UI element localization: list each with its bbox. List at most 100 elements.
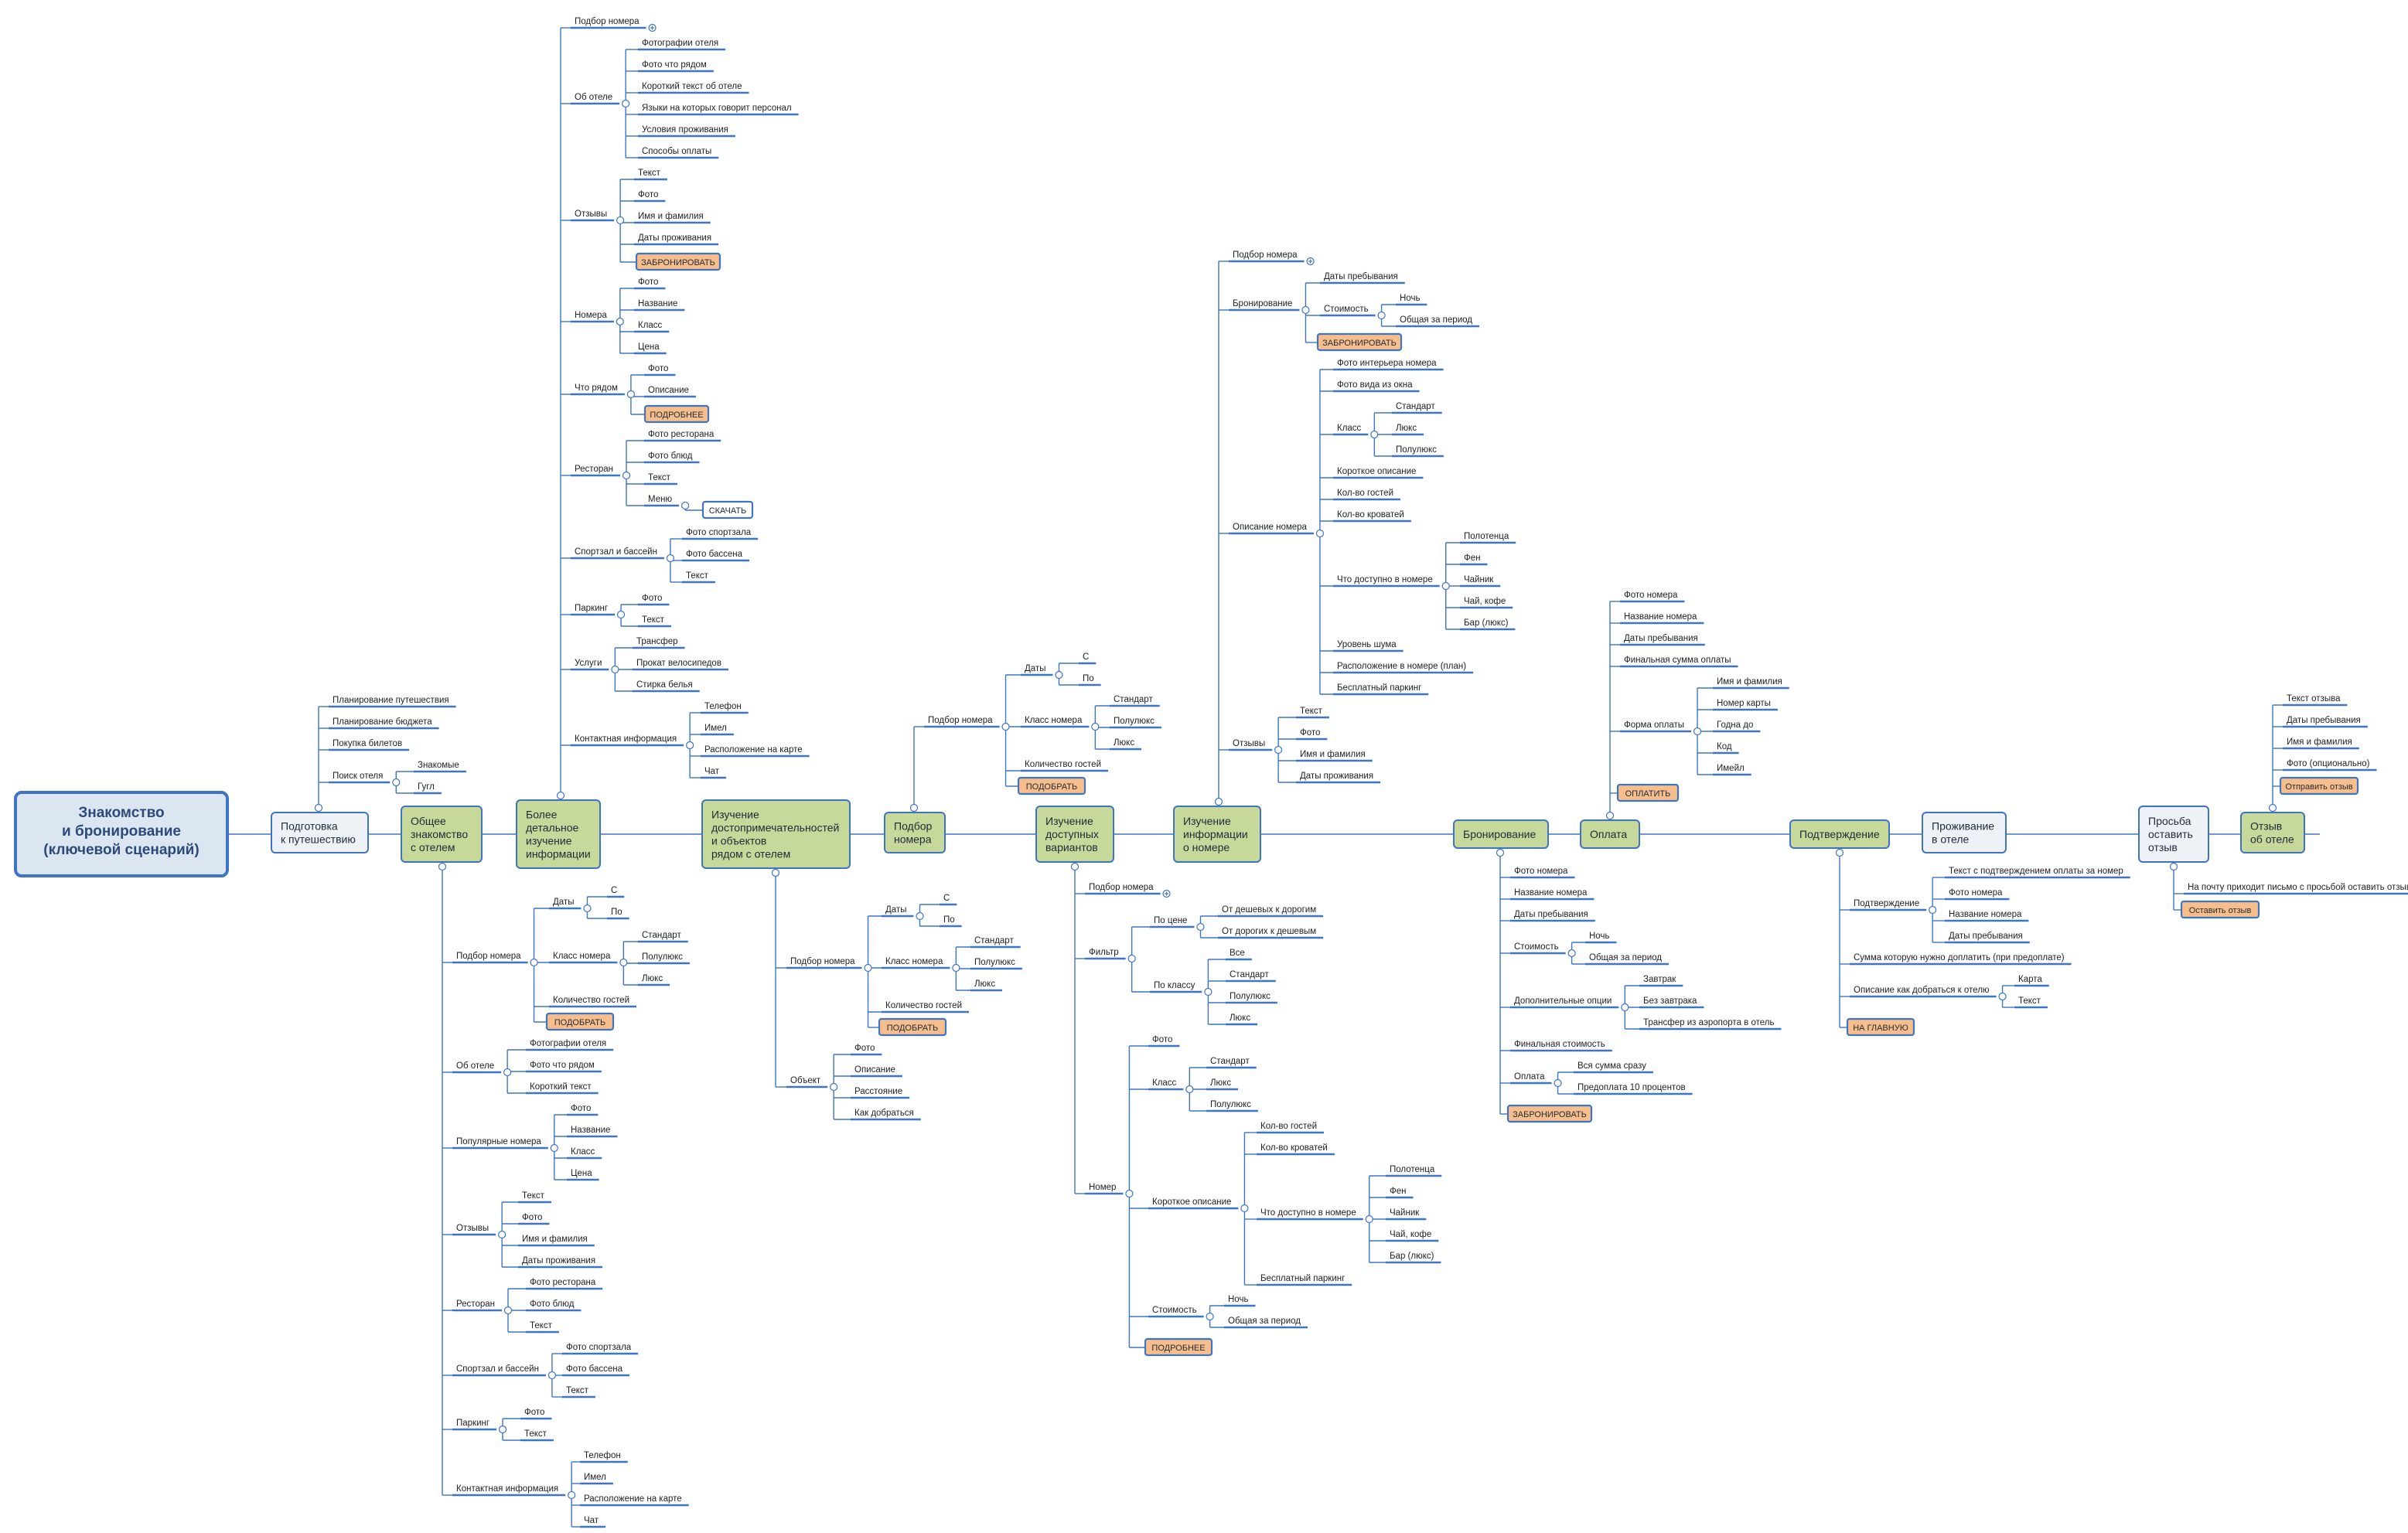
mindmap-node-label[interactable]: Фото номера [1949, 888, 2003, 898]
mindmap-node-label[interactable]: Фото блюд [648, 451, 693, 461]
mindmap-node-label[interactable]: Фото [648, 364, 668, 373]
collapse-toggle-icon[interactable] [2169, 862, 2178, 871]
mindmap-node-label[interactable]: Стоимость [1152, 1306, 1197, 1315]
mindmap-node-label[interactable]: Номер карты [1717, 699, 1771, 708]
mindmap-node-label[interactable]: Подбор номера [575, 17, 640, 26]
collapse-toggle-icon[interactable] [1370, 430, 1379, 439]
mindmap-node-label[interactable]: Класс номера [553, 952, 611, 961]
mindmap-node-label[interactable]: Годна до [1717, 721, 1753, 730]
mindmap-node-label[interactable]: Фото [1300, 728, 1320, 738]
collapse-toggle-icon[interactable] [626, 390, 636, 399]
mindmap-node-label[interactable]: Фен [1390, 1187, 1407, 1196]
mindmap-node-label[interactable]: Имя и фамилия [522, 1235, 588, 1244]
collapse-toggle-icon[interactable] [1125, 1189, 1134, 1198]
mindmap-node-label[interactable]: Трансфер [636, 637, 678, 646]
mindmap-node-label[interactable]: Фен [1464, 554, 1481, 563]
collapse-toggle-icon[interactable] [314, 803, 323, 812]
mindmap-node-label[interactable]: Описание [854, 1065, 895, 1075]
scenario-step-box[interactable] [1789, 819, 1890, 849]
collapse-toggle-icon[interactable] [1204, 987, 1213, 996]
mindmap-node-label[interactable]: Паркинг [456, 1419, 489, 1428]
collapse-toggle-icon[interactable] [1206, 1312, 1214, 1321]
mindmap-node-label[interactable]: Бесплатный паркинг [1337, 683, 1421, 693]
mindmap-node-label[interactable]: Отзывы [456, 1224, 489, 1233]
mindmap-node-label[interactable]: Код [1717, 742, 1732, 751]
collapse-toggle-icon[interactable] [1567, 949, 1576, 958]
mindmap-node-label[interactable]: Дополнительные опции [1514, 996, 1612, 1006]
mindmap-node-label[interactable]: Люкс [1114, 738, 1134, 748]
mindmap-node-label[interactable]: Цена [571, 1169, 592, 1178]
action-button[interactable] [701, 500, 754, 520]
mindmap-node-label[interactable]: По цене [1154, 916, 1187, 925]
mindmap-node-label[interactable]: Люкс [642, 974, 663, 983]
mindmap-node-label[interactable]: Текст [638, 169, 661, 178]
mindmap-node-label[interactable]: Стандарт [1396, 402, 1435, 411]
mindmap-node-label[interactable]: Фотографии отеля [642, 39, 718, 48]
mindmap-node-label[interactable]: Имел [704, 724, 727, 733]
mindmap-node-label[interactable]: Чат [584, 1516, 599, 1525]
mindmap-node-label[interactable]: Бар (люкс) [1464, 618, 1509, 628]
mindmap-node-label[interactable]: Кол-во кроватей [1260, 1143, 1328, 1153]
mindmap-node-label[interactable]: Даты пребывания [1949, 932, 2023, 941]
mindmap-node-label[interactable]: Знакомые [418, 761, 459, 770]
collapse-toggle-icon[interactable] [616, 216, 625, 225]
collapse-toggle-icon[interactable] [498, 1425, 507, 1434]
mindmap-node-label[interactable]: Название номера [1514, 888, 1588, 898]
mindmap-node-label[interactable]: Текст с подтверждением оплаты за номер [1949, 867, 2123, 876]
mindmap-node-label[interactable]: Фото [642, 594, 662, 603]
mindmap-node-label[interactable]: Фото [524, 1408, 544, 1417]
collapse-toggle-icon[interactable] [1693, 727, 1702, 736]
mindmap-node-label[interactable]: Номера [575, 311, 607, 320]
mindmap-node-label[interactable]: Даты пребывания [1624, 634, 1698, 643]
mindmap-node-label[interactable]: Короткое описание [1337, 467, 1416, 476]
collapse-toggle-icon[interactable] [952, 963, 960, 973]
collapse-toggle-icon[interactable] [1185, 1085, 1194, 1094]
collapse-toggle-icon[interactable] [1315, 529, 1325, 538]
collapse-toggle-icon[interactable] [1274, 745, 1283, 755]
collapse-toggle-icon[interactable] [547, 1371, 557, 1380]
mindmap-node-label[interactable]: Кол-во кроватей [1337, 510, 1404, 520]
action-button[interactable] [635, 252, 721, 271]
mindmap-node-label[interactable]: Об отеле [575, 93, 612, 102]
mindmap-node-label[interactable]: Название номера [1624, 612, 1697, 622]
collapse-toggle-icon[interactable] [1001, 722, 1010, 731]
mindmap-node-label[interactable]: Языки на которых говорит персонал [642, 104, 792, 113]
collapse-toggle-icon[interactable] [1496, 848, 1505, 857]
mindmap-node-label[interactable]: Стандарт [1210, 1057, 1250, 1066]
mindmap-node-label[interactable]: Полотенца [1390, 1165, 1435, 1174]
mindmap-node-label[interactable]: Фильтр [1089, 948, 1119, 957]
mindmap-node-label[interactable]: Стоимость [1324, 305, 1369, 314]
mindmap-node-label[interactable]: Предоплата 10 процентов [1577, 1083, 1686, 1092]
collapse-toggle-icon[interactable] [1127, 954, 1136, 963]
collapse-toggle-icon[interactable] [864, 963, 872, 973]
collapse-toggle-icon[interactable] [583, 904, 592, 913]
collapse-toggle-icon[interactable] [666, 554, 675, 563]
mindmap-node-label[interactable]: Телефон [584, 1451, 621, 1460]
mindmap-node-label[interactable]: От дорогих к дешевым [1222, 927, 1316, 936]
mindmap-node-label[interactable]: Фото [854, 1044, 875, 1053]
mindmap-node-label[interactable]: Карта [2018, 975, 2042, 984]
mindmap-node-label[interactable]: Класс [571, 1147, 595, 1157]
mindmap-node-label[interactable]: Что рядом [575, 383, 618, 393]
mindmap-node-label[interactable]: Кол-во гостей [1337, 489, 1393, 498]
mindmap-node-label[interactable]: Спортзал и бассейн [456, 1364, 539, 1374]
collapse-toggle-icon[interactable] [622, 471, 631, 480]
mindmap-node-label[interactable]: Фото спортзала [686, 528, 752, 537]
mindmap-node-label[interactable]: Даты [885, 905, 906, 915]
mindmap-node-label[interactable]: Текст [642, 615, 665, 625]
mindmap-node-label[interactable]: Фотографии отеля [530, 1039, 606, 1048]
mindmap-node-label[interactable]: Люкс [1230, 1013, 1250, 1023]
mindmap-node-label[interactable]: Чат [704, 767, 720, 776]
mindmap-node-label[interactable]: Полулюкс [974, 958, 1015, 967]
action-button[interactable] [1506, 1104, 1593, 1123]
mindmap-node-label[interactable]: Расположение на карте [584, 1494, 682, 1504]
scenario-step-box[interactable] [516, 799, 601, 869]
mindmap-node-label[interactable]: Количество гостей [885, 1001, 962, 1010]
mindmap-node-label[interactable]: Сумма которую нужно доплатить (при предо… [1854, 953, 2065, 962]
mindmap-node-label[interactable]: Поиск отеля [333, 772, 383, 781]
mindmap-node-label[interactable]: От дешевых к дорогим [1222, 905, 1316, 915]
mindmap-node-label[interactable]: Условия проживания [642, 125, 728, 135]
mindmap-node-label[interactable]: Текст [1300, 707, 1323, 716]
mindmap-node-label[interactable]: Отзывы [575, 210, 607, 219]
mindmap-node-label[interactable]: Текст [686, 571, 709, 581]
